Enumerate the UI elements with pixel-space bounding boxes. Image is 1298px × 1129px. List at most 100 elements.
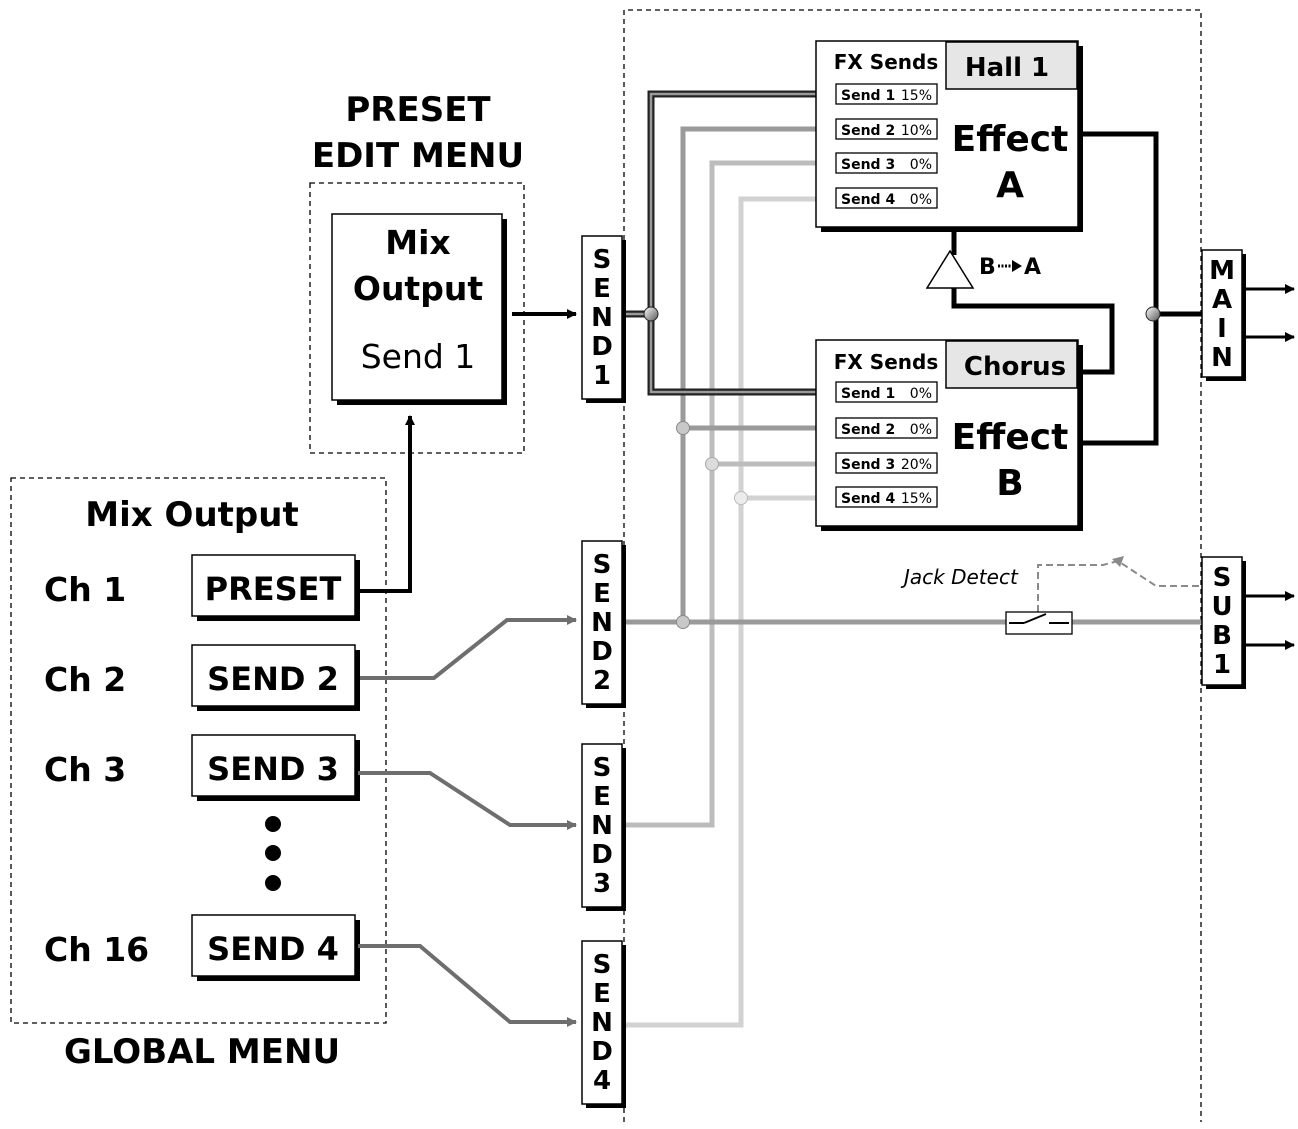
effect-a-send-4[interactable]: Send 4 0% [835,187,938,209]
effect-b-label-2: B [996,463,1023,504]
send3-letter: E [593,782,611,812]
send-value: 20% [901,457,932,473]
channel-output-box-3[interactable]: SEND 3 [191,734,360,801]
main-junction [1145,306,1161,322]
channel-output-box-1[interactable]: PRESET [191,554,360,621]
send3-letter: S [593,753,612,783]
channel-label-2: Ch 2 [44,660,126,699]
b-to-a-amp-icon [925,249,975,289]
send2-junction [676,421,690,435]
jack-switch-icon [1005,611,1073,635]
effect-b-box[interactable]: Chorus FX Sends Effect B Send 1 0% Send … [815,339,1083,531]
b-to-a-left: B [979,255,996,280]
effect-a-name: Hall 1 [965,53,1049,83]
global-menu-frame [10,477,387,1024]
effect-a-send-2[interactable]: Send 2 10% [835,118,938,140]
main-output-box[interactable]: M A I N [1201,249,1246,381]
main-letter: M [1209,256,1235,286]
send1-letter: N [591,303,613,333]
send4-input-arrow [358,944,577,1027]
send-value: 10% [901,123,932,139]
effect-b-label-1: Effect [952,417,1069,458]
send3-lines [625,160,836,828]
send2-letter: N [591,608,613,638]
send-label: Send 4 [841,192,895,208]
channel-label-16: Ch 16 [44,930,149,969]
send4-letter: D [591,1037,613,1067]
preset-edit-menu-title-2: EDIT MENU [312,136,524,176]
send3-input-arrow [358,771,577,830]
channel-output-box-2[interactable]: SEND 2 [191,644,360,711]
mix-output-send1-box[interactable]: Mix Output Send 1 [331,213,507,405]
send-label: Send 2 [841,123,895,139]
send-value: 0% [910,192,932,208]
send1-box[interactable]: S E N D 1 [581,235,626,403]
send4-lines [625,196,836,1028]
channel-output-label-16: SEND 4 [207,930,339,968]
send-label: Send 4 [841,491,895,507]
send-value: 0% [910,422,932,438]
send2-letter: S [593,550,612,580]
channel-output-label-2: SEND 2 [207,660,339,698]
send2-letter: E [593,579,611,609]
send4-letter: 4 [593,1066,611,1096]
send4-box[interactable]: S E N D 4 [581,940,626,1108]
effect-b-send-3[interactable]: Send 3 20% [835,452,938,474]
send3-letter: N [591,811,613,841]
effect-a-label-1: Effect [952,119,1069,160]
channel-label-3: Ch 3 [44,750,126,789]
preset-to-mix-arrow [356,415,415,593]
send1-letter: D [591,332,613,362]
send-label: Send 1 [841,88,895,104]
channel-output-box-16[interactable]: SEND 4 [191,914,360,981]
send-value: 15% [901,491,932,507]
send2-input-arrow [360,615,577,680]
send1-letter: E [593,274,611,304]
effect-b-name-tab[interactable] [945,340,1078,389]
global-menu-footer: GLOBAL MENU [64,1032,340,1072]
mix-box-line3: Send 1 [361,337,476,376]
effect-b-send-1[interactable]: Send 1 0% [835,381,938,403]
send-label: Send 1 [841,386,895,402]
effect-a-send-3[interactable]: Send 3 0% [835,152,938,174]
mix-box-line2: Output [353,269,483,308]
send4-letter: N [591,1008,613,1038]
send3-letter: 3 [593,869,611,899]
sub1-letter: 1 [1213,650,1231,680]
send-value: 0% [910,386,932,402]
send2-letter: D [591,637,613,667]
effect-b-fx-sends-label: FX Sends [834,350,938,374]
channel-output-label-3: SEND 3 [207,750,339,788]
main-output-lines [951,131,1202,446]
ellipsis-dots [265,816,281,891]
effect-a-fx-sends-label: FX Sends [834,50,938,74]
send-label: Send 3 [841,157,895,173]
channel-label-1: Ch 1 [44,570,126,609]
effect-b-send-4[interactable]: Send 4 15% [835,486,938,508]
sub1-junction [676,615,690,629]
effect-a-box[interactable]: Hall 1 FX Sends Effect A Send 1 15% Send… [815,40,1083,232]
send-value: 0% [910,157,932,173]
main-letter: A [1212,285,1232,315]
send4-letter: E [593,979,611,1009]
send3-box[interactable]: S E N D 3 [581,743,626,911]
channel-output-label-1: PRESET [205,570,342,608]
effect-b-send-2[interactable]: Send 2 0% [835,417,938,439]
sub1-output-box[interactable]: S U B 1 [1201,556,1246,689]
send1-letter: S [593,245,612,275]
jack-detect-arrow-icon [1112,556,1124,567]
effect-b-name: Chorus [964,352,1066,382]
send4-junction [734,491,748,505]
send2-letter: 2 [593,666,611,696]
send-label: Send 3 [841,457,895,473]
jack-detect-line [1037,559,1202,612]
sub1-letter: B [1212,621,1232,651]
effect-a-send-1[interactable]: Send 1 15% [835,83,938,105]
effect-a-name-tab[interactable] [945,41,1078,90]
send2-box[interactable]: S E N D 2 [581,540,626,708]
send4-letter: S [593,950,612,980]
send3-junction [705,457,719,471]
effect-a-label-2: A [996,165,1024,206]
send-value: 15% [901,88,932,104]
